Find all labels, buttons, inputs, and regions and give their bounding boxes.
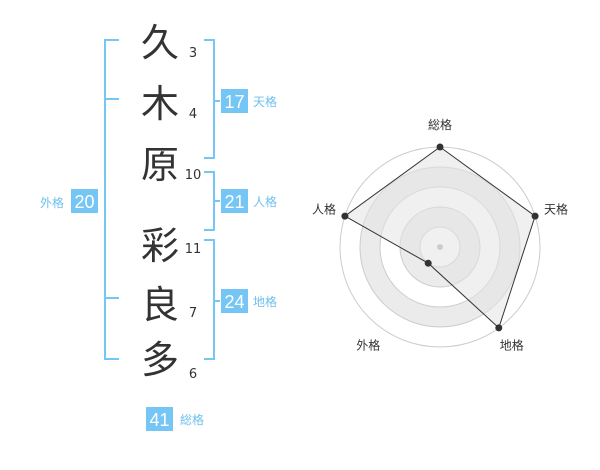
tenkaku-bracket (204, 39, 215, 159)
radar-point-2 (531, 212, 539, 220)
name-char-2: 木 (141, 82, 179, 126)
name-char-4: 彩 (141, 224, 179, 268)
badge-tenkaku-bg (221, 89, 248, 113)
badge-jinkaku: 21 人格 (221, 189, 277, 213)
chikaku-bracket (204, 239, 215, 360)
badge-tenkaku: 17 天格 (221, 89, 277, 113)
stroke-count-3: 10 (185, 168, 202, 183)
badge-soukaku: 41 総格 (146, 407, 204, 431)
badge-chikaku-value: 24 (224, 292, 244, 312)
name-column: 久 木 原 彩 良 多 3 4 10 11 7 6 (141, 21, 201, 382)
badge-soukaku-value: 41 (149, 410, 169, 430)
gaikaku-bracket (104, 39, 119, 360)
stroke-count-1: 3 (189, 46, 197, 61)
badge-tenkaku-value: 17 (224, 92, 244, 112)
name-char-1: 久 (141, 21, 179, 65)
radar-point-5 (341, 212, 349, 220)
radar-point-1 (436, 143, 444, 151)
badge-jinkaku-bg (221, 189, 248, 213)
radar-points (341, 143, 539, 332)
name-char-3: 原 (141, 143, 179, 187)
badge-jinkaku-label: 人格 (253, 194, 277, 209)
radar-area (343, 146, 536, 329)
stroke-count-2: 4 (189, 107, 197, 122)
jinkaku-bracket (204, 171, 215, 231)
name-char-6: 多 (141, 338, 179, 382)
badge-soukaku-label: 総格 (180, 412, 204, 427)
radar-point-4 (424, 259, 432, 267)
badge-chikaku-label: 地格 (253, 294, 277, 309)
radar-axis-label-1: 総格 (428, 117, 452, 132)
badge-chikaku-bg (221, 289, 248, 313)
radar-axis-label-5: 人格 (312, 201, 336, 216)
badge-chikaku: 24 地格 (221, 289, 277, 313)
radar-center-dot (437, 244, 443, 250)
badge-soukaku-bg (146, 407, 173, 431)
badge-gaikaku-value: 20 (74, 192, 94, 212)
badge-tenkaku-label: 天格 (253, 94, 277, 109)
badge-gaikaku-label: 外格 (40, 195, 64, 210)
radar-axis-label-4: 外格 (356, 338, 380, 353)
badge-gaikaku: 外格 20 (40, 189, 98, 213)
badge-jinkaku-value: 21 (224, 192, 244, 212)
stroke-count-4: 11 (185, 242, 202, 257)
badge-gaikaku-bg (71, 189, 98, 213)
stroke-count-5: 7 (189, 306, 197, 321)
radar-point-3 (495, 324, 503, 332)
radar-axis-label-3: 地格 (500, 338, 524, 353)
name-char-5: 良 (141, 283, 179, 327)
radar-axis-label-2: 天格 (544, 201, 568, 216)
stroke-count-6: 6 (189, 367, 197, 382)
brackets (104, 39, 220, 360)
